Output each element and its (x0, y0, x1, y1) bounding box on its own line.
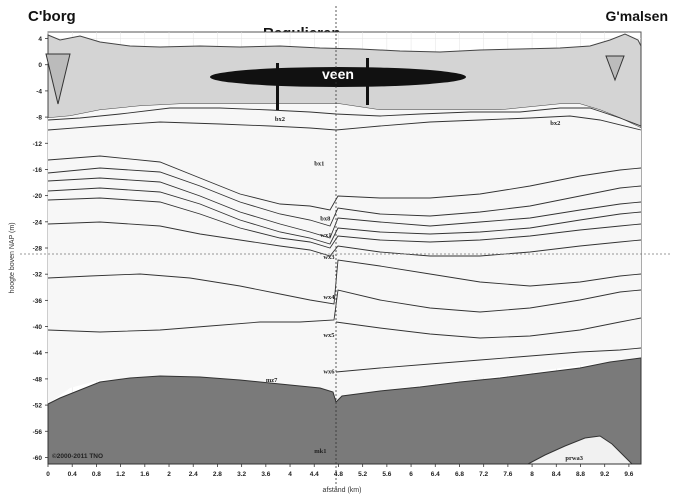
layer-label-bx2: bx2 (275, 116, 285, 123)
y-tick-label: 0 (38, 62, 42, 69)
x-tick-label: 4.4 (310, 471, 319, 478)
x-tick-label: 8 (530, 471, 534, 478)
x-tick-label: 8.8 (576, 471, 585, 478)
triangle-marker-left (45, 53, 71, 105)
x-tick-label: 5.2 (358, 471, 367, 478)
x-tick-label: 8.4 (552, 471, 561, 478)
layer-label-bx1: bx1 (314, 161, 324, 168)
x-tick-label: 1.6 (140, 471, 149, 478)
x-tick-label: 3.2 (237, 471, 246, 478)
x-tick-label: 2.8 (213, 471, 222, 478)
x-tick-label: 3.6 (261, 471, 270, 478)
x-tick-label: 2 (167, 471, 171, 478)
x-tick-label: 4 (288, 471, 292, 478)
x-tick-label: 6.4 (431, 471, 440, 478)
peat-ellipse (210, 67, 466, 87)
x-tick-label: 6.8 (455, 471, 464, 478)
title-right: G'malsen (605, 8, 668, 24)
y-axis: 4 0 -4 -8 -12 -16 -20 -24 -28 -32 -36 -40 -44 -48 -52 -… (33, 36, 48, 462)
x-tick-label: 4.8 (334, 471, 343, 478)
x-axis-label: afstand (km) (323, 487, 362, 494)
layer-boundaries (47, 107, 642, 373)
peat-label: veen (322, 66, 354, 82)
y-tick-label: -44 (33, 350, 43, 357)
y-tick-label: -52 (33, 403, 43, 410)
x-tick-label: 2.4 (189, 471, 198, 478)
x-tick-label: 0.4 (68, 471, 77, 478)
layer-label-mz7: mz7 (266, 377, 278, 384)
y-tick-label: -40 (33, 324, 43, 331)
layer-label-wx5: wx5 (323, 332, 335, 339)
y-tick-label: -56 (33, 429, 43, 436)
layer-label-wx4: wx4 (323, 294, 335, 301)
y-tick-label: -12 (33, 141, 43, 148)
copyright-text: ©2000-2011 TNO (52, 452, 103, 460)
x-axis: 0 0.4 0.8 1.2 1.6 2 2.4 2.8 3.2 3.6 4 4.4 4.8 5.2 5.6 6… (46, 464, 634, 478)
y-tick-label: -28 (33, 246, 43, 253)
triangle-marker-right (605, 55, 625, 82)
layer-labels: bx2 bx2 bx1 bx8 wx1 wx3 wx4 wx5 wx6 mz7 mk1 prwa3 (266, 116, 584, 462)
title-left: C'borg (28, 8, 76, 25)
x-tick-label: 1.2 (116, 471, 125, 478)
y-tick-label: -20 (33, 193, 43, 200)
y-tick-label: -4 (36, 88, 42, 95)
layer-label-prwa3: prwa3 (565, 455, 583, 462)
x-tick-label: 9.2 (600, 471, 609, 478)
borehole-1 (276, 63, 279, 110)
x-tick-label: 7.6 (503, 471, 512, 478)
x-tick-label: 0 (46, 471, 50, 478)
y-tick-label: -32 (33, 272, 43, 279)
layer-label-wx6: wx6 (323, 369, 335, 376)
y-tick-label: -60 (33, 455, 43, 462)
layer-label-mk1: mk1 (314, 448, 326, 455)
y-tick-label: -16 (33, 167, 43, 174)
prwa3-lens (527, 435, 634, 465)
y-tick-label: -24 (33, 219, 43, 226)
layer-label-wx3: wx3 (323, 254, 335, 261)
y-tick-label: -48 (33, 376, 43, 383)
x-tick-label: 6 (409, 471, 413, 478)
layer-label-bx2: bx2 (550, 120, 560, 127)
x-tick-label: 9.6 (624, 471, 633, 478)
layer-label-bx8: bx8 (320, 216, 331, 223)
x-tick-label: 0.8 (92, 471, 101, 478)
x-tick-label: 5.6 (382, 471, 391, 478)
y-tick-label: -36 (33, 298, 43, 305)
y-tick-label: -8 (36, 115, 42, 122)
x-tick-label: 7.2 (479, 471, 488, 478)
borehole-2 (366, 58, 369, 105)
y-axis-label: hoogte boven NAP (m) (9, 222, 16, 293)
y-tick-label: 4 (38, 36, 42, 43)
layer-label-wx1: wx1 (320, 232, 331, 239)
clay-base-layer (47, 357, 642, 465)
